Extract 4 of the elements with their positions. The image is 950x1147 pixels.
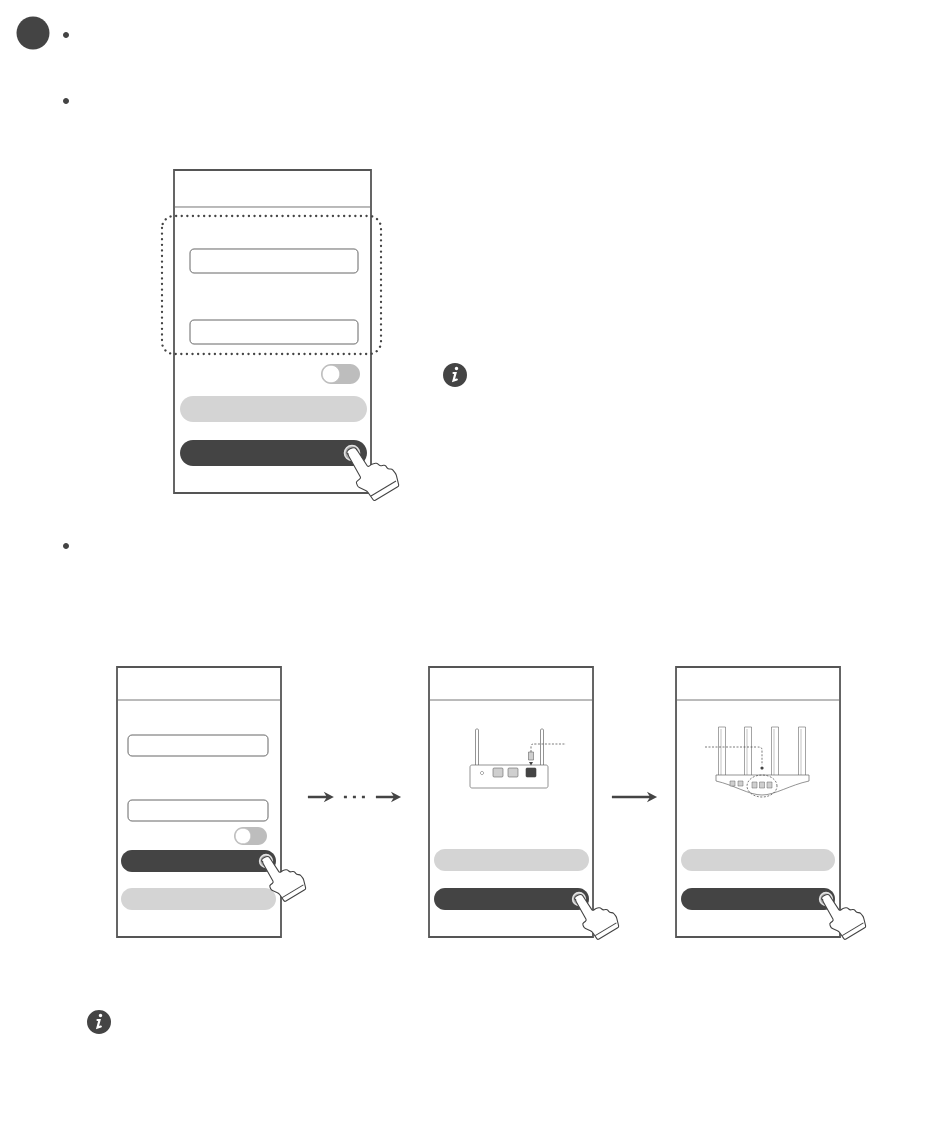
phone-screen [116,666,282,938]
phone-screen [173,169,372,494]
phone-screen [675,666,841,938]
phone-screen [428,666,594,938]
